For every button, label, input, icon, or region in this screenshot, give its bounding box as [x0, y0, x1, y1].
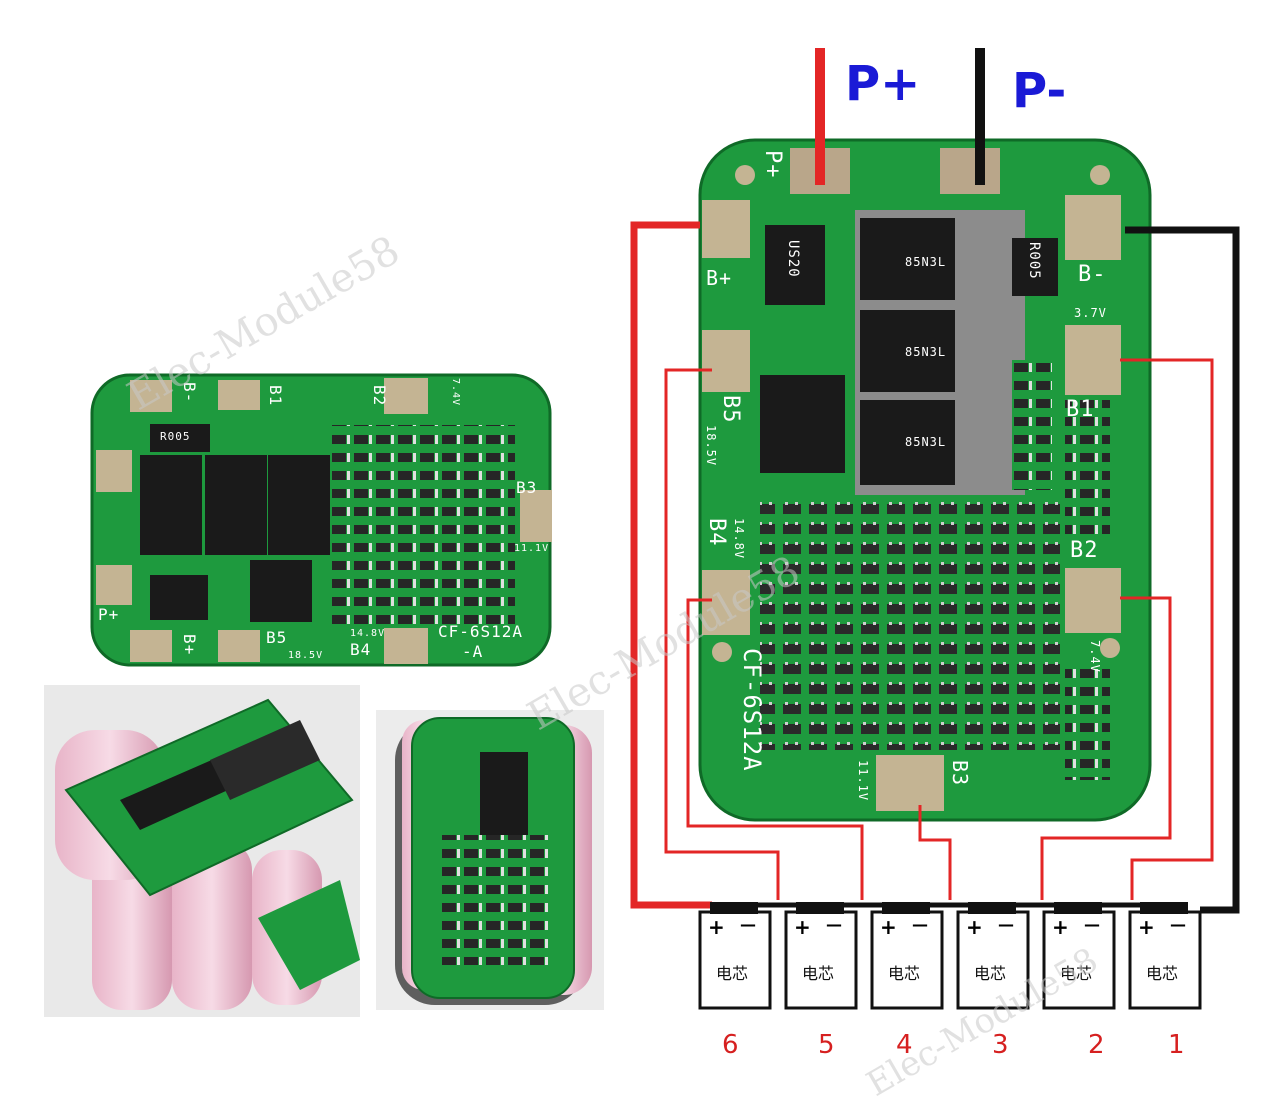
- cell-5-minus: —: [826, 915, 842, 934]
- mosfet-1-marking: 85N3L: [905, 255, 947, 269]
- cell-4-minus: —: [912, 915, 928, 934]
- b5-wire: [664, 368, 780, 900]
- small-pcb: [90, 373, 552, 667]
- b2-wire: [1040, 596, 1172, 900]
- b4-wire: [686, 598, 864, 900]
- pad-b4: [702, 570, 750, 635]
- cell-5-number: 5: [818, 1030, 835, 1060]
- mosfet-3-marking: 85N3L: [905, 435, 947, 449]
- cell-4-plus: +: [880, 915, 897, 939]
- small-silk-b-minus: B-: [180, 382, 199, 404]
- cell-3-plus: +: [966, 915, 983, 939]
- cell-4-number: 4: [896, 1030, 913, 1060]
- cell-3-label: 电芯: [974, 964, 1007, 983]
- small-silk-model-suffix: -A: [462, 642, 484, 661]
- cell-6-minus: —: [740, 915, 756, 934]
- small-silk-b2: B2: [370, 385, 389, 407]
- cell-2-minus: —: [1084, 915, 1100, 934]
- silk-r005: R005: [1026, 242, 1042, 280]
- silk-p-plus: P+: [760, 150, 785, 179]
- silk-b1: B1: [1066, 397, 1095, 422]
- small-silk-18-5v: 18.5V: [288, 650, 324, 661]
- small-silk-model: CF-6S12A: [438, 622, 524, 641]
- small-silk-p-plus: P+: [98, 605, 120, 624]
- silk-model: CF-6S12A: [738, 648, 766, 772]
- cell-1: [1128, 902, 1202, 1010]
- silk-us20: US20: [785, 240, 801, 278]
- small-silk-b5: B5: [266, 628, 288, 647]
- p-minus-label: P-: [1012, 63, 1067, 119]
- cell-1-minus: —: [1170, 915, 1186, 934]
- b-plus-wire: [630, 221, 712, 909]
- silk-b2: B2: [1070, 538, 1099, 563]
- b3-wire: [918, 805, 952, 900]
- silk-b-minus: B-: [1078, 262, 1107, 287]
- b1-wire: [1120, 358, 1214, 900]
- cell-5-label: 电芯: [802, 964, 835, 983]
- cell-6-plus: +: [708, 915, 725, 939]
- p-plus-label: P+: [845, 56, 921, 112]
- pad-b5: [702, 330, 750, 392]
- cell-3-number: 3: [992, 1030, 1009, 1060]
- main-pcb: [698, 138, 1152, 822]
- battery-cells: [698, 902, 1202, 1010]
- cell-3-minus: —: [998, 915, 1014, 934]
- silk-b-plus: B+: [706, 266, 733, 290]
- cell-5-plus: +: [794, 915, 811, 939]
- cell-1-plus: +: [1138, 915, 1155, 939]
- small-silk-b4: B4: [350, 640, 372, 659]
- mosfet-2-marking: 85N3L: [905, 345, 947, 359]
- pad-b-minus: [1065, 195, 1121, 260]
- diode-us20: [765, 225, 825, 305]
- pad-b-plus: [702, 200, 750, 258]
- mosfet-left: [760, 375, 845, 473]
- silk-b4: B4: [704, 518, 729, 547]
- silk-11-1v: 11.1V: [856, 760, 870, 802]
- cell-4-label: 电芯: [888, 964, 921, 983]
- cell-2: [1042, 902, 1116, 1010]
- cell-4: [870, 902, 944, 1010]
- small-silk-b-plus: B+: [180, 634, 199, 656]
- cell-1-number: 1: [1168, 1030, 1185, 1060]
- pad-b2: [1065, 568, 1121, 633]
- battery-pack-photo-1: [44, 685, 360, 1017]
- silk-7-4v: 7.4V: [1088, 640, 1102, 673]
- silk-14-8v: 14.8V: [732, 518, 746, 560]
- silk-3-7v: 3.7V: [1074, 306, 1107, 320]
- silk-b5: B5: [718, 395, 743, 424]
- silk-18-5v: 18.5V: [704, 425, 718, 467]
- small-silk-r005: R005: [160, 430, 191, 443]
- small-silk-11-1v: 11.1V: [514, 543, 550, 554]
- small-silk-7-4v: 7.4V: [450, 378, 461, 407]
- small-silk-b1: B1: [266, 385, 285, 407]
- pad-b1: [1065, 325, 1121, 395]
- cell-2-number: 2: [1088, 1030, 1105, 1060]
- pad-b3: [876, 755, 944, 811]
- battery-pack-photo-2: [376, 710, 604, 1010]
- shunt-r005: [1012, 238, 1058, 296]
- cell-6-number: 6: [722, 1030, 739, 1060]
- small-silk-b3: B3: [516, 478, 538, 497]
- cell-2-label: 电芯: [1060, 964, 1093, 983]
- silk-b3: B3: [948, 760, 972, 787]
- b-minus-wire: [1125, 226, 1240, 914]
- cell-6-label: 电芯: [716, 964, 749, 983]
- cell-1-label: 电芯: [1146, 964, 1179, 983]
- small-silk-14-8v: 14.8V: [350, 628, 386, 639]
- cell-5: [784, 902, 858, 1010]
- cell-6: [698, 902, 772, 1010]
- cell-2-plus: +: [1052, 915, 1069, 939]
- cell-3: [956, 902, 1030, 1010]
